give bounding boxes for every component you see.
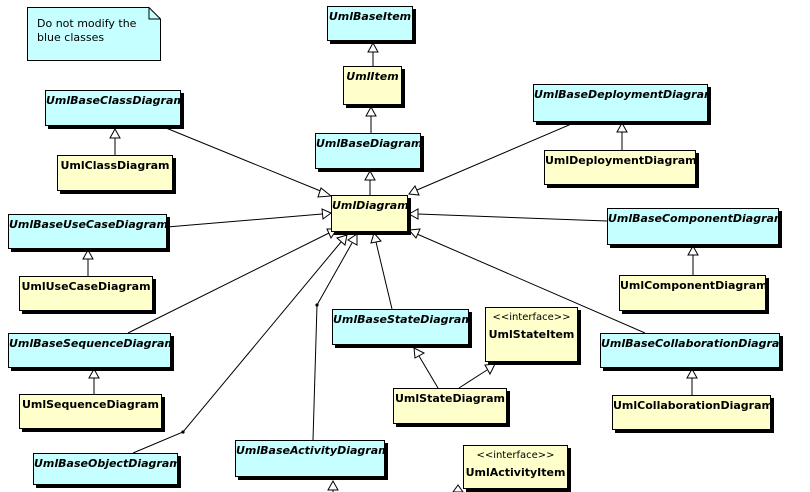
class-name: UmlBaseDiagram	[316, 137, 421, 150]
edge-umlbaseusecasediagram-umldiagram	[166, 213, 323, 228]
edge-umlbasecollaborationdiagram-umldiagram	[416, 233, 646, 334]
arrowhead	[321, 208, 332, 220]
class-umlstatediagram[interactable]: UmlStateDiagram	[393, 388, 507, 424]
class-name: UmlBaseSequenceDiagram	[9, 337, 171, 350]
arrowhead	[686, 367, 698, 379]
class-umlusecasediagram[interactable]: UmlUseCaseDiagram	[19, 276, 153, 311]
edge-umlstatediagram-umlbasestatediagram	[418, 355, 439, 389]
class-umlstateitem[interactable]: <<interface>> UmlStateItem	[485, 307, 578, 362]
class-name: UmlBaseActivityDiagram	[236, 444, 385, 457]
class-name: UmlBaseCollaborationDiagram	[601, 337, 780, 350]
class-umlbasesequencediagram[interactable]: UmlBaseSequenceDiagram	[8, 333, 171, 368]
arrowhead	[413, 347, 426, 359]
note-shape	[27, 7, 161, 61]
class-umlitem[interactable]: UmlItem	[343, 66, 402, 105]
class-stereotype: <<interface>>	[492, 312, 571, 323]
arrowhead	[88, 367, 100, 379]
edge-umlbasecomponentdiagram-umldiagram	[417, 213, 608, 222]
class-name: UmlBaseObjectDiagram	[34, 457, 178, 470]
class-umlbasedeploymentdiagram[interactable]: UmlBaseDeploymentDiagram	[533, 84, 708, 122]
arrowhead	[109, 127, 121, 139]
class-umlactivityitem[interactable]: <<interface>> UmlActivityItem	[463, 445, 568, 489]
arrowhead	[317, 187, 333, 198]
note-text: Do not modify the blue classes	[37, 17, 137, 44]
class-name: UmlBaseDeploymentDiagram	[534, 88, 708, 101]
class-name: UmlItem	[346, 70, 399, 83]
arrowhead	[364, 169, 376, 181]
class-umldiagram[interactable]: UmlDiagram	[331, 195, 408, 232]
edge-umlbasesequencediagram-umldiagram	[127, 232, 330, 334]
class-name: UmlComponentDiagram	[620, 279, 766, 292]
class-name: UmlBaseItem	[328, 10, 412, 23]
arrowhead	[347, 233, 358, 246]
class-name: UmlUseCaseDiagram	[21, 280, 151, 293]
arrowhead	[365, 105, 377, 117]
class-name: UmlBaseComponentDiagram	[608, 212, 779, 225]
class-umlsequencediagram[interactable]: UmlSequenceDiagram	[19, 394, 162, 429]
class-name: UmlCollaborationDiagram	[613, 399, 771, 412]
arrowhead	[687, 244, 699, 256]
class-umlbasecomponentdiagram[interactable]: UmlBaseComponentDiagram	[607, 208, 779, 245]
class-umlclassdiagram[interactable]: UmlClassDiagram	[57, 155, 173, 191]
arrowhead	[335, 234, 348, 246]
class-umlbaseitem[interactable]: UmlBaseItem	[327, 6, 413, 41]
arrowhead	[407, 208, 419, 220]
class-umlbasecollaborationdiagram[interactable]: UmlBaseCollaborationDiagram	[600, 333, 780, 368]
class-name: UmlBaseStateDiagram	[333, 313, 469, 326]
class-umlbaseactivitydiagram[interactable]: UmlBaseActivityDiagram	[235, 440, 385, 477]
arrowhead	[370, 231, 382, 244]
class-name: UmlDiagram	[332, 199, 408, 212]
edge-bend-point	[181, 430, 185, 434]
class-name: UmlClassDiagram	[60, 159, 170, 172]
class-umlbaseobjectdiagram[interactable]: UmlBaseObjectDiagram	[33, 453, 178, 485]
edge-umlstatediagram-umlstateitem	[458, 369, 488, 389]
arrowhead	[408, 185, 420, 196]
class-umlcollaborationdiagram[interactable]: UmlCollaborationDiagram	[612, 395, 771, 430]
class-umlbasediagram[interactable]: UmlBaseDiagram	[315, 133, 421, 169]
edge-bend-point	[315, 303, 319, 307]
arrowhead	[327, 479, 339, 491]
edge-umlbasestatediagram-umldiagram	[375, 241, 393, 310]
class-name: UmlBaseClassDiagram	[46, 94, 181, 107]
class-name: UmlActivityItem	[465, 466, 566, 479]
arrowhead	[367, 41, 379, 53]
edge-umlbasedeploymentdiagram-umldiagram	[416, 121, 577, 191]
edge-umlbaseclassdiagram-umldiagram	[165, 127, 324, 193]
arrowhead	[616, 121, 628, 133]
class-umlbaseusecasediagram[interactable]: UmlBaseUseCaseDiagram	[8, 214, 167, 249]
arrowhead	[452, 484, 464, 492]
class-name: UmlStateDiagram	[395, 392, 505, 405]
class-name: UmlBaseUseCaseDiagram	[9, 218, 167, 231]
class-stereotype: <<interface>>	[476, 450, 555, 461]
class-name: UmlDeploymentDiagram	[545, 154, 696, 167]
note: Do not modify the blue classes	[27, 7, 161, 61]
arrowhead	[407, 228, 421, 239]
class-umlbaseclassdiagram[interactable]: UmlBaseClassDiagram	[45, 90, 181, 126]
arrowhead	[484, 363, 496, 376]
arrowhead	[82, 248, 94, 260]
class-name: UmlSequenceDiagram	[21, 398, 160, 411]
class-umlcomponentdiagram[interactable]: UmlComponentDiagram	[619, 275, 766, 311]
class-name: UmlStateItem	[488, 328, 575, 341]
class-umldeploymentdiagram[interactable]: UmlDeploymentDiagram	[544, 150, 696, 185]
class-umlbasestatediagram[interactable]: UmlBaseStateDiagram	[332, 309, 469, 345]
